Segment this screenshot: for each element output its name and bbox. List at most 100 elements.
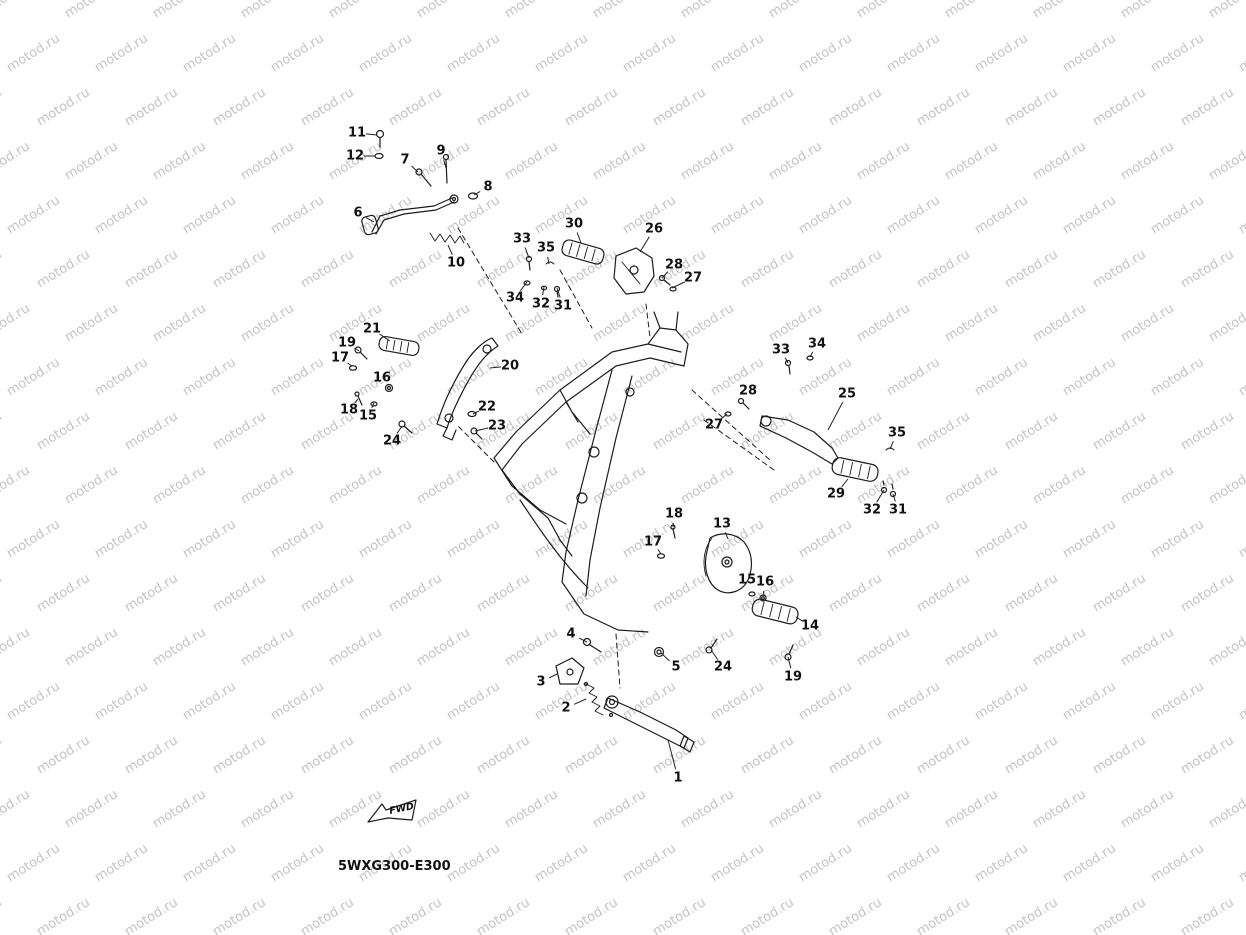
watermark-text: motod.ru (620, 31, 679, 75)
watermark-text: motod.ru (0, 85, 5, 129)
part-bracket-3 (555, 657, 585, 685)
svg-text:29: 29 (827, 487, 845, 502)
svg-text:14: 14 (801, 619, 819, 634)
watermark-text: motod.ru (62, 0, 121, 21)
watermark-text: motod.ru (62, 625, 121, 669)
watermark-text: motod.ru (972, 841, 1031, 885)
watermark-text: motod.ru (4, 841, 63, 885)
callout-27: 27 (671, 271, 702, 289)
watermark-text: motod.ru (92, 517, 151, 561)
watermark-text: motod.ru (1090, 409, 1149, 453)
svg-text:25: 25 (838, 387, 856, 402)
assembly-dashed-lines (455, 227, 775, 689)
part-screw-33-front (525, 255, 533, 271)
watermark-text: motod.ru (356, 679, 415, 723)
callout-16: 16 (756, 575, 774, 597)
svg-text:15: 15 (738, 573, 756, 588)
watermark-text: motod.ru (150, 139, 209, 183)
watermark-text: motod.ru (92, 31, 151, 75)
watermark-text: motod.ru (1060, 193, 1119, 237)
watermark-text: motod.ru (826, 733, 885, 777)
watermark-text: motod.ru (210, 895, 269, 935)
watermark-text: motod.ru (326, 463, 385, 507)
callout-19: 19 (784, 656, 802, 685)
watermark-text: motod.ru (942, 0, 1001, 21)
watermark-text: motod.ru (268, 193, 327, 237)
watermark-text: motod.ru (678, 787, 737, 831)
watermark-text: motod.ru (708, 679, 767, 723)
part-washer-15-right (748, 591, 756, 597)
watermark-text: motod.ru (854, 0, 913, 21)
watermark-text: motod.ru (1060, 679, 1119, 723)
svg-text:24: 24 (383, 434, 401, 449)
watermark-text: motod.ru (1236, 679, 1246, 723)
watermark-text: motod.ru (1148, 31, 1207, 75)
callout-24: 24 (383, 425, 403, 449)
callout-4: 4 (566, 627, 588, 643)
watermark-text: motod.ru (122, 247, 181, 291)
watermark-text: motod.ru (1030, 625, 1089, 669)
svg-text:1: 1 (673, 771, 682, 786)
watermark-text: motod.ru (414, 787, 473, 831)
part-footrest-29 (831, 457, 879, 482)
watermark-text: motod.ru (884, 841, 943, 885)
watermark-text: motod.ru (914, 247, 973, 291)
watermark-text: motod.ru (210, 409, 269, 453)
watermark-text: motod.ru (238, 463, 297, 507)
watermark-text: motod.ru (210, 733, 269, 777)
callout-8: 8 (473, 180, 493, 196)
svg-text:11: 11 (348, 126, 366, 141)
callout-32: 32 (532, 286, 550, 312)
callout-24: 24 (710, 649, 732, 675)
watermark-text: motod.ru (1178, 571, 1237, 615)
watermark-text: motod.ru (942, 139, 1001, 183)
svg-text:28: 28 (739, 384, 757, 399)
watermark-text: motod.ru (854, 787, 913, 831)
watermark-text: motod.ru (210, 247, 269, 291)
watermark-text: motod.ru (1090, 571, 1149, 615)
watermark-text: motod.ru (796, 679, 855, 723)
part-clip-35-front (545, 261, 555, 265)
watermark-text: motod.ru (1206, 0, 1246, 21)
part-washer-17-left (348, 365, 358, 371)
watermark-text: motod.ru (972, 31, 1031, 75)
watermark-text: motod.ru (0, 571, 5, 615)
watermark-text: motod.ru (62, 787, 121, 831)
svg-text:34: 34 (808, 337, 826, 352)
watermark-text: motod.ru (1178, 895, 1237, 935)
watermark-text: motod.ru (386, 895, 445, 935)
watermark-text: motod.ru (298, 247, 357, 291)
watermark-text: motod.ru (210, 571, 269, 615)
watermark-text: motod.ru (502, 625, 561, 669)
callout-15: 15 (738, 573, 756, 588)
part-bolt-28-right (737, 397, 750, 410)
watermark-text: motod.ru (884, 193, 943, 237)
watermark-text: motod.ru (884, 355, 943, 399)
watermark-text: motod.ru (1060, 31, 1119, 75)
watermark-text: motod.ru (678, 301, 737, 345)
watermark-text: motod.ru (180, 193, 239, 237)
watermark-text: motod.ru (766, 463, 825, 507)
svg-text:3: 3 (536, 675, 545, 690)
svg-text:19: 19 (784, 670, 802, 685)
watermark-text: motod.ru (268, 679, 327, 723)
svg-text:30: 30 (565, 217, 583, 232)
watermark-text: motod.ru (884, 31, 943, 75)
callout-9: 9 (436, 144, 447, 169)
watermark-text: motod.ru (1002, 247, 1061, 291)
callout-3: 3 (536, 673, 558, 690)
part-bolt-24-left (398, 420, 413, 434)
watermark-text: motod.ru (326, 0, 385, 21)
svg-text:10: 10 (447, 256, 465, 271)
watermark-text: motod.ru (1148, 841, 1207, 885)
watermark-text: motod.ru (1206, 625, 1246, 669)
callout-29: 29 (827, 478, 849, 502)
watermark-text: motod.ru (414, 0, 473, 21)
part-nut-5 (653, 646, 665, 658)
svg-text:16: 16 (756, 575, 774, 590)
watermark-text: motod.ru (474, 85, 533, 129)
part-washer-17-right (656, 553, 666, 559)
callout-10: 10 (447, 244, 465, 271)
watermark-text: motod.ru (1206, 301, 1246, 345)
